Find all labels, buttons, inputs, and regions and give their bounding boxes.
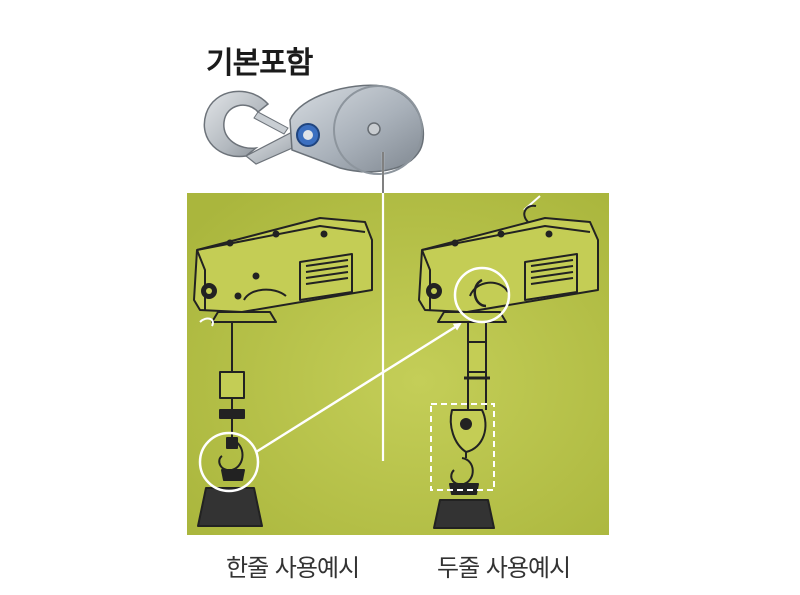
double-load-chain — [449, 483, 479, 495]
single-load-weight — [197, 487, 263, 527]
hoist-top-edge — [196, 225, 366, 251]
caption-double-line: 두줄 사용예시 — [437, 554, 571, 582]
rope-end — [199, 317, 214, 327]
hook-body — [203, 90, 270, 158]
drum-curve — [243, 288, 287, 301]
top-mount-icon — [523, 204, 537, 223]
hook-latch — [253, 111, 289, 135]
pulley-block-icon — [449, 409, 487, 453]
axle-bolt-icon — [367, 122, 381, 136]
single-hook-highlight-circle — [198, 431, 260, 493]
pulley-wheel-edge — [333, 85, 423, 175]
hoist-bottom-bracket — [211, 311, 277, 323]
hoist-double — [418, 195, 599, 529]
double-load-weight — [433, 499, 495, 529]
page-title: 기본포함 — [206, 46, 313, 81]
blue-pin-center — [303, 130, 313, 140]
pulley-hook-photo — [203, 84, 425, 175]
rope-stopper-block — [219, 371, 245, 399]
pulley-block-highlight-box — [430, 403, 495, 491]
single-load-chain — [221, 469, 245, 481]
hoist-single — [193, 217, 373, 527]
caption-single-line: 한줄 사용예시 — [226, 554, 360, 582]
motor-housing — [299, 253, 353, 301]
rope-stopper-block — [467, 341, 487, 373]
motor-housing — [524, 253, 578, 301]
move-hook-arrow — [255, 322, 462, 454]
anchor-hook-icon — [473, 278, 487, 308]
double-anchor-highlight-circle — [453, 266, 511, 324]
